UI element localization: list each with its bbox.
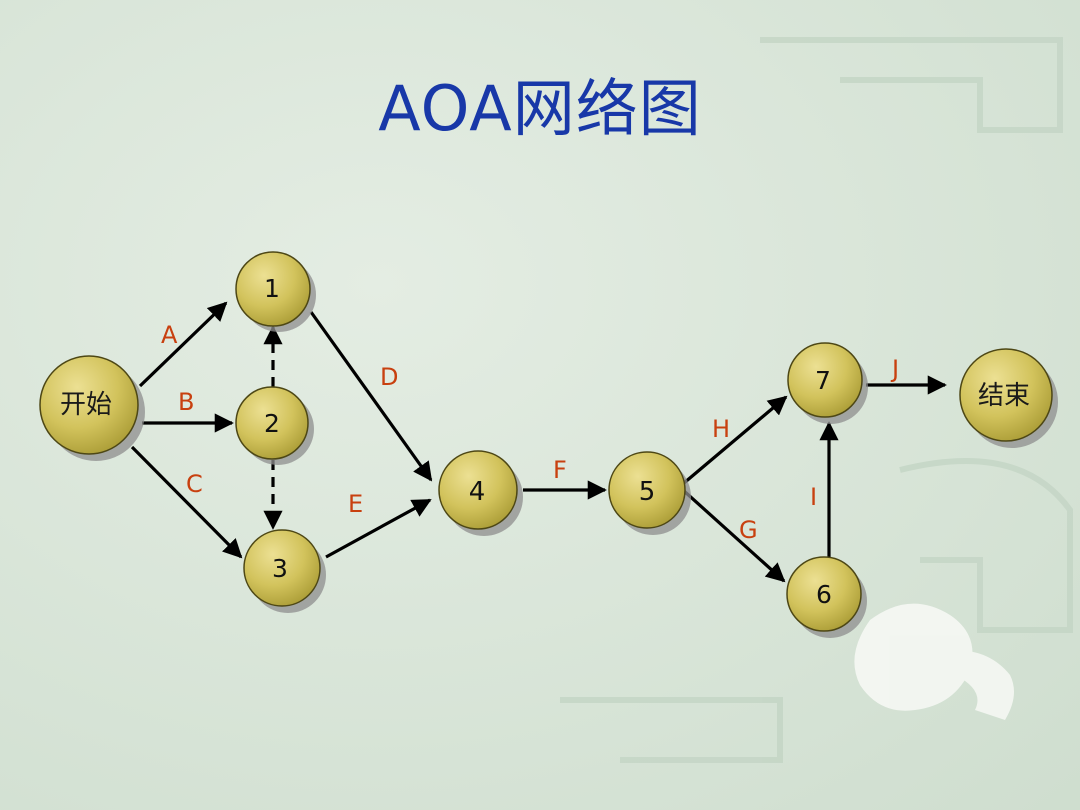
- activity-label-b: B: [178, 388, 194, 416]
- edges: [130, 301, 947, 583]
- node-4-label: 4: [469, 477, 486, 507]
- activity-label-a: A: [161, 321, 178, 349]
- edge-C: [130, 445, 243, 559]
- node-2-label: 2: [264, 409, 280, 438]
- edge-E: [325, 498, 432, 559]
- decorative-pattern: [560, 37, 1073, 763]
- slide-title: AOA网络图: [378, 72, 702, 145]
- node-3: 3: [243, 529, 326, 613]
- node-6: 6: [786, 556, 867, 638]
- node-7-label: 7: [815, 366, 831, 395]
- node-4: 4: [438, 450, 523, 536]
- node-3-label: 3: [272, 554, 288, 583]
- node-7: 7: [787, 342, 868, 424]
- activity-label-f: F: [553, 456, 567, 484]
- edge-H: [682, 395, 788, 485]
- activity-labels: A B C D E F H G I J: [161, 321, 899, 544]
- node-1: 1: [235, 251, 316, 332]
- activity-label-j: J: [890, 355, 899, 383]
- activity-label-e: E: [348, 490, 363, 518]
- activity-label-d: D: [380, 363, 398, 391]
- activity-label-i: I: [810, 483, 817, 511]
- edge-G: [682, 489, 786, 583]
- node-5-label: 5: [639, 477, 656, 507]
- node-end-label: 结束: [978, 381, 1030, 411]
- activity-label-g: G: [739, 516, 758, 544]
- node-end: 结束: [959, 348, 1058, 448]
- node-start: 开始: [39, 355, 145, 461]
- nodes: 开始 1 2 3 4 5: [39, 251, 1058, 638]
- activity-label-h: H: [712, 415, 730, 443]
- node-1-label: 1: [264, 274, 280, 303]
- activity-label-c: C: [186, 470, 203, 498]
- edge-D: [309, 311, 433, 482]
- node-6-label: 6: [816, 580, 832, 609]
- edge-A: [138, 301, 228, 388]
- node-5: 5: [608, 451, 691, 535]
- dragon-ornament: [854, 603, 1014, 720]
- node-start-label: 开始: [60, 390, 112, 420]
- node-2: 2: [235, 386, 314, 465]
